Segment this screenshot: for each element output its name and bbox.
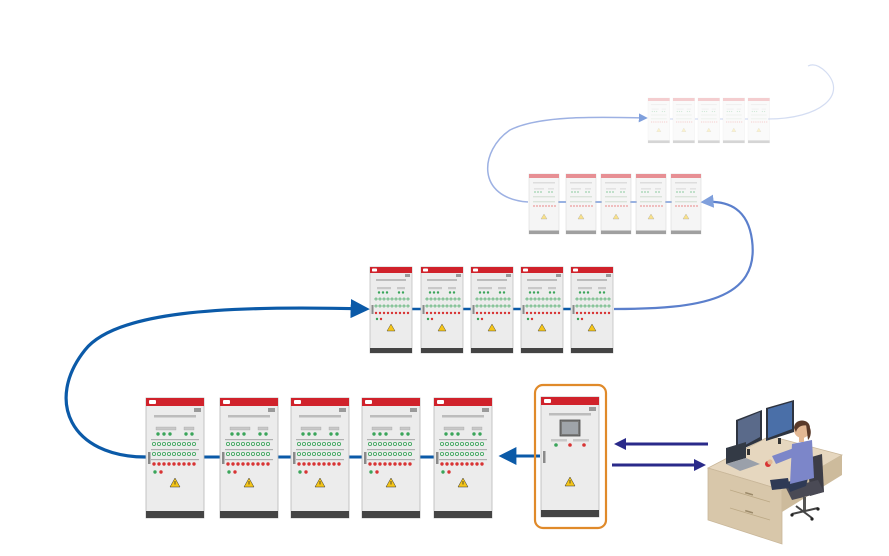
monitor-right: [766, 400, 794, 444]
cabinet: [722, 97, 745, 144]
cabinet: [520, 266, 564, 354]
link-row2-to-row1: [487, 113, 648, 203]
cabinet-with-screen: [540, 396, 600, 518]
cabinet: [420, 266, 464, 354]
cabinet: [219, 397, 279, 519]
cabinet-row-3: [369, 266, 614, 354]
cabinet: [600, 173, 632, 235]
cabinet: [647, 97, 670, 144]
cabinet: [528, 173, 560, 235]
link-row1-tail: [767, 64, 834, 120]
cabinet-row-1: [647, 97, 770, 144]
monitor-left: [736, 410, 762, 455]
operator-arrows: [612, 438, 708, 471]
cabinet-row-4: [145, 397, 493, 519]
cabinet: [361, 397, 421, 519]
cabinet: [369, 266, 413, 354]
cabinet: [145, 397, 205, 519]
laptop: [726, 442, 746, 464]
cabinet: [470, 266, 514, 354]
control-panel-cabinet: [533, 383, 608, 530]
cabinet: [672, 97, 695, 144]
cabinet: [670, 173, 702, 235]
control-panel-highlight: [533, 383, 608, 530]
operator-person: [767, 420, 814, 492]
cabinet: [433, 397, 493, 519]
cabinet: [635, 173, 667, 235]
cabinet: [290, 397, 350, 519]
operator-workstation: [706, 400, 844, 545]
cabinet-row-2: [528, 173, 702, 235]
link-row3-to-row2: [613, 194, 754, 311]
cabinet: [570, 266, 614, 354]
cabinet: [697, 97, 720, 144]
link-row4-to-row3: [64, 298, 370, 459]
cabinet: [565, 173, 597, 235]
cabinet: [747, 97, 770, 144]
